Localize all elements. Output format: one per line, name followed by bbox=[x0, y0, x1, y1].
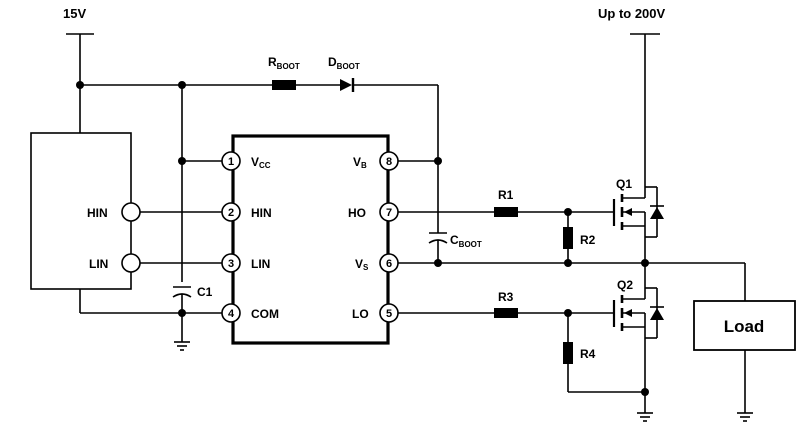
c1-label: C1 bbox=[197, 285, 213, 299]
vb-wire bbox=[398, 157, 442, 233]
svg-text:VS: VS bbox=[355, 257, 369, 272]
c1-capacitor bbox=[172, 286, 192, 313]
supply-15v-label: 15V bbox=[63, 6, 86, 21]
ground-icon-q2 bbox=[637, 388, 653, 422]
svg-text:5: 5 bbox=[386, 308, 392, 320]
q1-mosfet bbox=[612, 186, 664, 263]
ho-wire bbox=[398, 207, 614, 217]
controller-hin-label: HIN bbox=[87, 206, 108, 220]
rail-15v bbox=[66, 33, 272, 282]
q2-mosfet bbox=[612, 263, 664, 392]
r2-resistor bbox=[563, 212, 573, 263]
svg-text:7: 7 bbox=[386, 207, 392, 219]
r4-label: R4 bbox=[580, 347, 596, 361]
q2-label: Q2 bbox=[617, 278, 633, 292]
r4-resistor bbox=[563, 313, 645, 393]
load-label: Load bbox=[724, 317, 765, 336]
ic-pin-2: 2 HIN bbox=[221, 202, 272, 222]
svg-text:8: 8 bbox=[386, 156, 392, 168]
controller-lin-label: LIN bbox=[89, 257, 108, 271]
ic-pin-3: 3 LIN bbox=[221, 253, 270, 273]
vs-wire bbox=[398, 259, 746, 301]
driver-ic-body bbox=[231, 134, 390, 345]
load-block bbox=[693, 300, 796, 351]
ic-pin-7: 7 HO bbox=[348, 202, 399, 222]
dboot-diode bbox=[340, 78, 439, 161]
svg-text:1: 1 bbox=[228, 156, 234, 168]
dboot-label: DBOOT bbox=[328, 55, 360, 71]
controller-hin-terminal bbox=[121, 202, 141, 222]
svg-text:6: 6 bbox=[386, 258, 392, 270]
r2-label: R2 bbox=[580, 233, 596, 247]
svg-text:HIN: HIN bbox=[251, 206, 272, 220]
svg-text:VB: VB bbox=[353, 155, 367, 170]
q1-label: Q1 bbox=[616, 177, 632, 191]
svg-text:LO: LO bbox=[352, 307, 369, 321]
cboot-capacitor bbox=[428, 232, 448, 263]
supply-200v-label: Up to 200V bbox=[598, 6, 666, 21]
svg-text:LIN: LIN bbox=[251, 257, 270, 271]
ic-pin-1: 1 VCC bbox=[221, 151, 271, 171]
rboot-resistor bbox=[272, 80, 340, 90]
r1-label: R1 bbox=[498, 188, 514, 202]
controller-lin-terminal bbox=[121, 253, 141, 273]
svg-text:3: 3 bbox=[228, 258, 234, 270]
svg-text:HO: HO bbox=[348, 206, 366, 220]
svg-text:COM: COM bbox=[251, 307, 279, 321]
r3-label: R3 bbox=[498, 290, 514, 304]
rboot-label: RBOOT bbox=[268, 55, 300, 71]
vcc-junction bbox=[178, 157, 186, 165]
cboot-label: CBOOT bbox=[450, 233, 482, 249]
ground-icon bbox=[174, 341, 190, 351]
svg-text:4: 4 bbox=[228, 308, 235, 320]
ic-pin-5: 5 LO bbox=[352, 303, 399, 323]
controller-block bbox=[30, 132, 132, 290]
lo-wire bbox=[398, 308, 614, 318]
ground-icon-load bbox=[737, 350, 753, 422]
ic-pin-8: 8 VB bbox=[353, 151, 399, 171]
ic-pin-4: 4 COM bbox=[221, 303, 279, 323]
svg-text:VCC: VCC bbox=[251, 155, 271, 170]
rail-200v bbox=[630, 33, 660, 187]
svg-text:2: 2 bbox=[228, 207, 234, 219]
